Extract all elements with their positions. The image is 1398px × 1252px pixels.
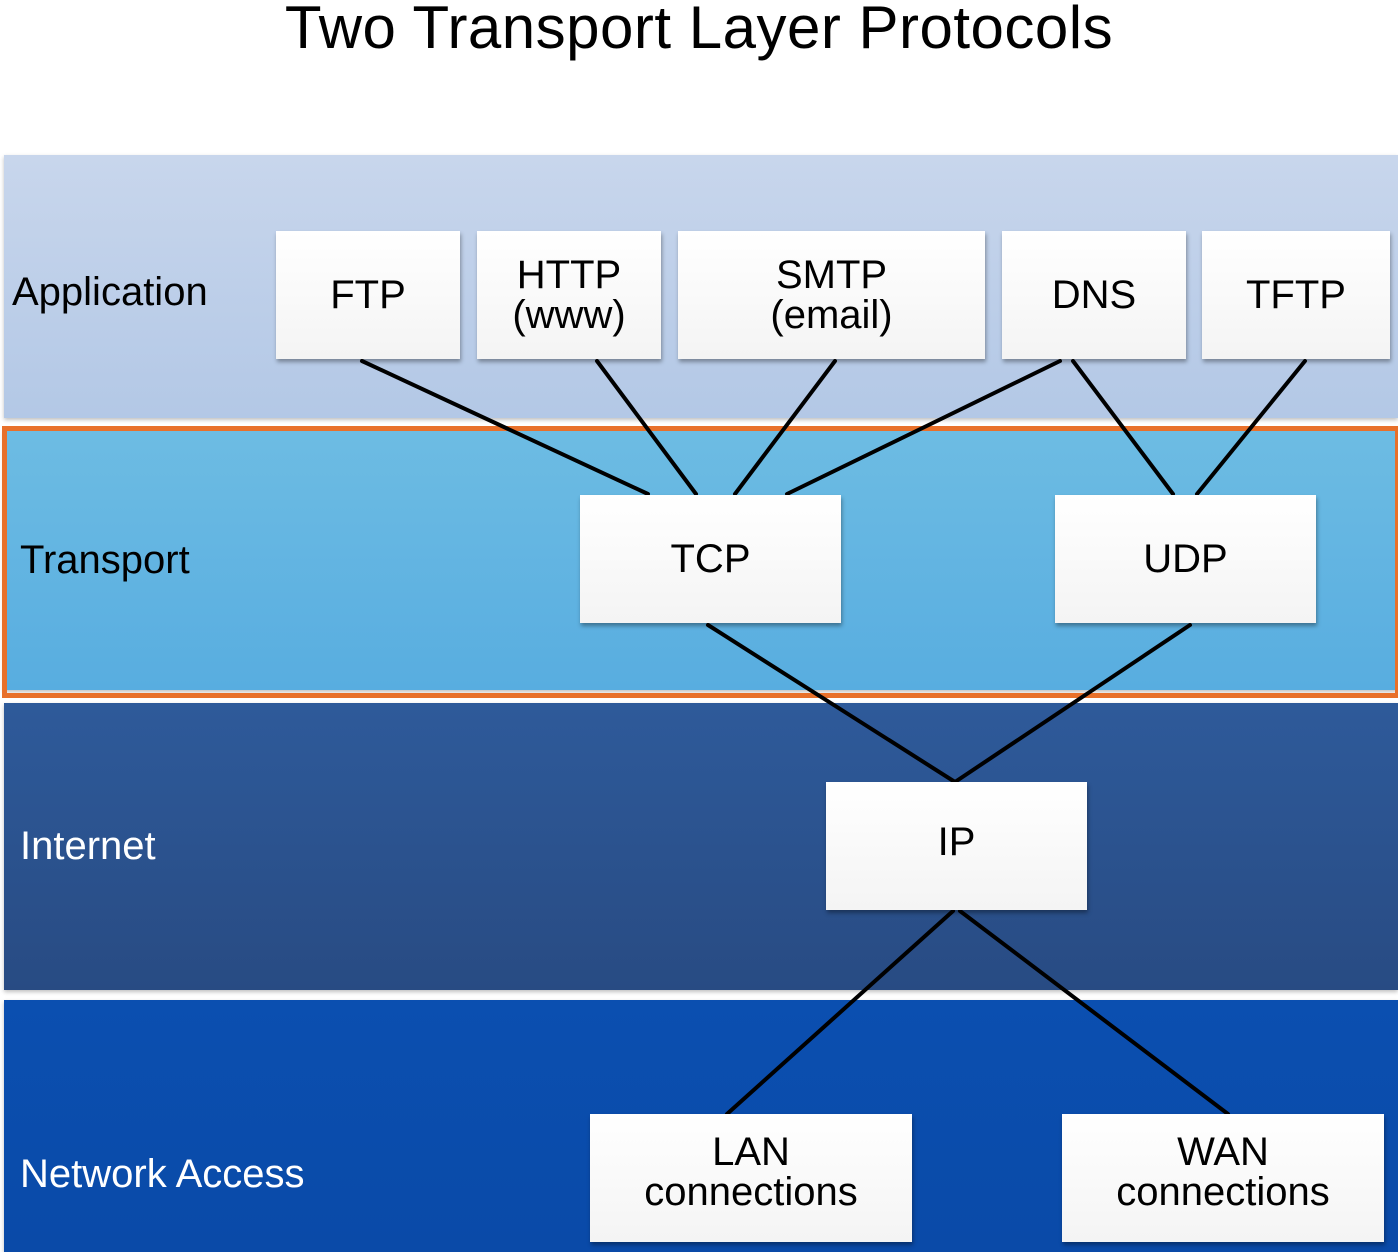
smtp-label: SMTP: [775, 253, 888, 297]
link-udp-ip: [953, 623, 1192, 784]
internet-layer-band: [4, 703, 1398, 990]
application-layer-label: Application: [12, 270, 208, 314]
udp-label: UDP: [1143, 537, 1228, 581]
link-smtp-tcp: [733, 359, 837, 496]
http-box: HTTP (www): [477, 231, 661, 359]
transport-layer-label: Transport: [20, 538, 190, 582]
tcp-box: TCP: [580, 495, 841, 623]
smtp-box: SMTP (email): [678, 231, 985, 359]
link-http-tcp: [595, 359, 698, 496]
dns-label: DNS: [1051, 273, 1137, 317]
ip-box: IP: [826, 782, 1087, 910]
wan-label: WAN: [1177, 1130, 1269, 1174]
tftp-label: TFTP: [1246, 273, 1346, 317]
tcp-label: TCP: [670, 537, 751, 581]
network-access-layer-label: Network Access: [20, 1152, 305, 1196]
link-ip-lan: [725, 909, 955, 1116]
udp-box: UDP: [1055, 495, 1316, 623]
link-dns-udp: [1071, 359, 1175, 496]
internet-layer-label: Internet: [20, 824, 156, 868]
link-dns-tcp: [785, 359, 1062, 496]
ftp-label: FTP: [330, 273, 406, 317]
ftp-box: FTP: [276, 231, 460, 359]
link-tftp-udp: [1195, 359, 1307, 496]
smtp-sublabel: (email): [770, 293, 893, 337]
dns-box: DNS: [1002, 231, 1186, 359]
http-sublabel: (www): [512, 293, 626, 337]
lan-label: LAN: [712, 1130, 790, 1174]
page-title: Two Transport Layer Protocols: [284, 0, 1114, 61]
ip-label: IP: [937, 820, 976, 864]
lan-box: LAN connections: [590, 1114, 912, 1242]
link-ip-wan: [958, 909, 1230, 1116]
http-label: HTTP: [516, 253, 622, 297]
lan-sublabel: connections: [644, 1170, 858, 1214]
link-ftp-tcp: [360, 359, 650, 496]
link-tcp-ip: [706, 623, 957, 784]
wan-box: WAN connections: [1062, 1114, 1384, 1242]
wan-sublabel: connections: [1116, 1170, 1330, 1214]
tftp-box: TFTP: [1202, 231, 1390, 359]
